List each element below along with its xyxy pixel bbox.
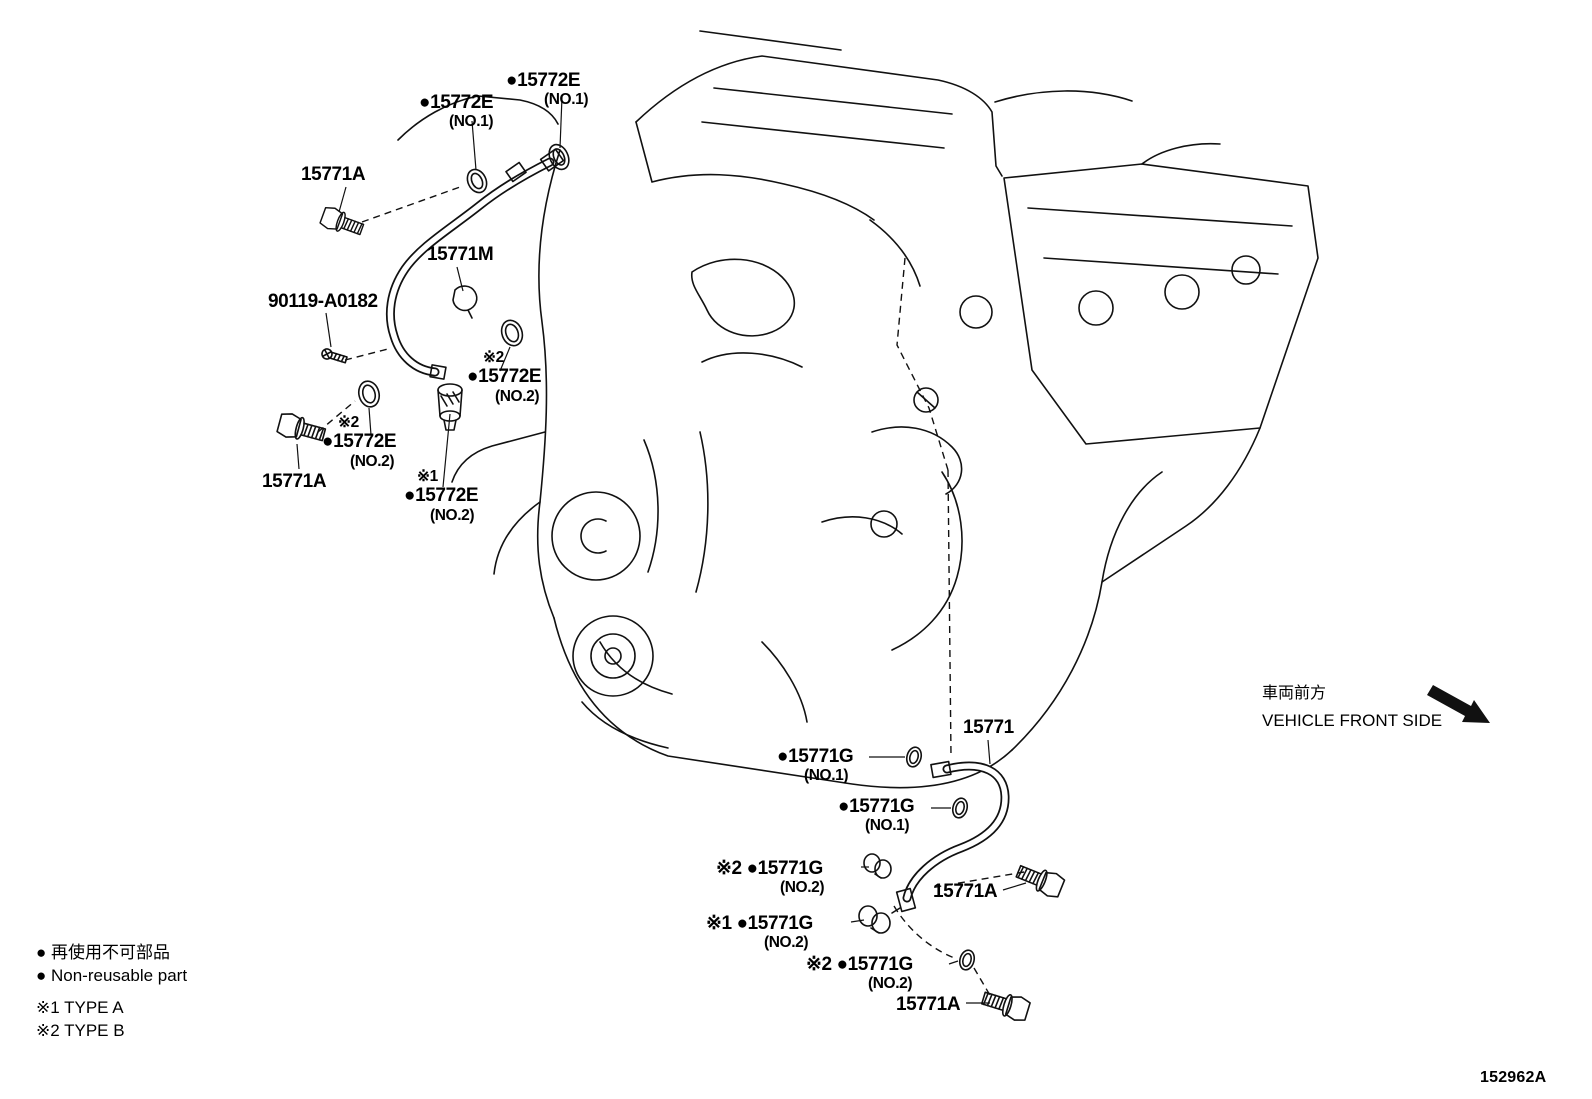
vehicle-front-jp: 車両前方 [1262, 685, 1327, 702]
oil-pipe-15771m [385, 148, 565, 380]
part-label-15772e-no1-1: ●15772E (NO.1) [506, 70, 589, 109]
oring-15772e-no2-a [500, 319, 524, 347]
vehicle-front-note: 車両前方 VEHICLE FRONT SIDE [1262, 681, 1442, 734]
part-label-15771g-no1-2: ●15771G (NO.1) [838, 796, 915, 835]
part-label-15772e-no2-2: ※2 ●15772E (NO.2) [322, 414, 397, 470]
vehicle-front-arrow-icon [1427, 685, 1490, 723]
part-label-15771g-no1-1: ●15771G (NO.1) [777, 746, 854, 785]
vehicle-front-en: VEHICLE FRONT SIDE [1262, 710, 1443, 730]
part-label-15771g-no2-3: ※2 ●15771G (NO.2) [806, 954, 913, 993]
part-label-15772e-no1-2: ●15772E (NO.1) [419, 92, 494, 131]
oring-15772e-no2-b [357, 380, 381, 408]
part-label-15771: 15771 [963, 717, 1014, 738]
screw-90119-a0182 [321, 348, 348, 364]
part-label-15771a-1: 15771A [301, 164, 366, 185]
part-label-15771m: 15771M [427, 244, 494, 265]
legend-nonreusable-en: ● Non-reusable part [36, 966, 188, 986]
oring-15772e-no1-b [466, 168, 488, 194]
oring-15771g-no1-a [905, 746, 923, 768]
oring-15771g-no1-b [951, 797, 969, 819]
clamp-15771g-no2-a [863, 853, 892, 879]
part-label-15771a-4: 15771A [896, 994, 961, 1015]
bolt-15771a-right [1015, 864, 1066, 898]
oil-pipe-15771 [891, 760, 1010, 914]
figure-code: 152962A [1480, 1069, 1547, 1086]
part-label-15771g-no2-2: ※1 ●15771G (NO.2) [706, 913, 813, 952]
part-label-15772e-no2-1: ※2 ●15772E (NO.2) [467, 349, 542, 405]
clamp-15771g-no2-b [858, 905, 891, 934]
leader-lines [296, 96, 1027, 1004]
bolt-15771a-top [319, 206, 365, 236]
bolt-15771a-left [276, 413, 327, 442]
legend: ● 再使用不可部品 ● Non-reusable part ※1 TYPE A … [36, 941, 187, 1042]
part-label-15771a-3: 15771A [933, 881, 998, 902]
bolt-15771a-bottom [980, 991, 1031, 1021]
dashed-assembly-lines [317, 186, 1025, 998]
part-label-15772e-no2-3: ※1 ●15772E (NO.2) [404, 468, 479, 524]
legend-type-a: ※1 TYPE A [36, 998, 124, 1018]
engine-outline [397, 30, 1319, 789]
part-label-15771g-no2-1: ※2 ●15771G (NO.2) [716, 858, 825, 897]
union-bolt-15772e [437, 383, 463, 431]
legend-type-b: ※2 TYPE B [36, 1021, 125, 1041]
part-label-15771a-2: 15771A [262, 471, 327, 492]
oring-15771g-no2-c [958, 949, 976, 971]
legend-nonreusable-jp: ● 再使用不可部品 [36, 943, 170, 962]
oring-15772e-no1-a [548, 143, 570, 171]
part-label-90119-a0182: 90119-A0182 [268, 291, 378, 312]
